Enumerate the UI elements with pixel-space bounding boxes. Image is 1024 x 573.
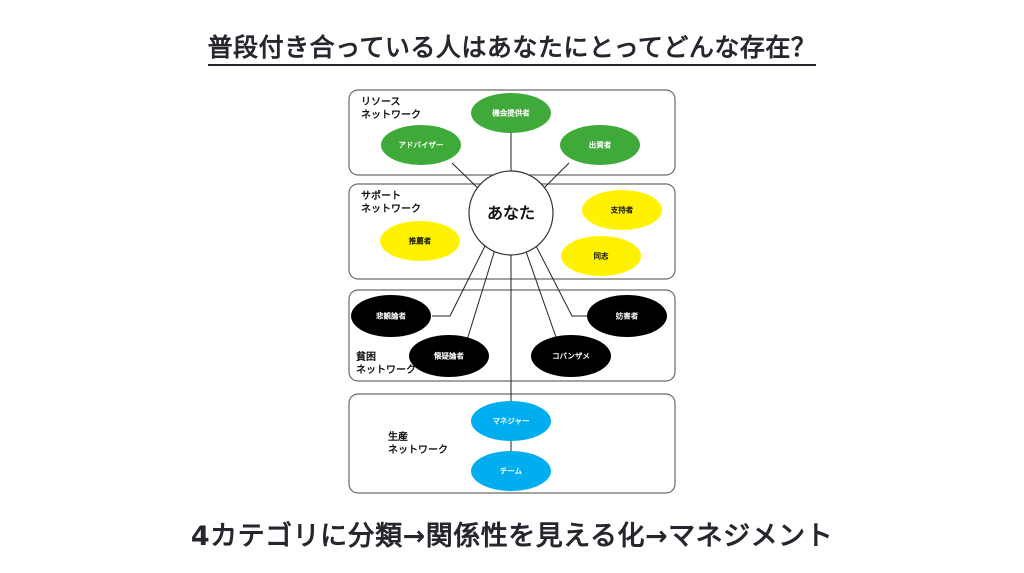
footer-text: 4カテゴリに分類→関係性を見える化→マネジメント <box>190 521 834 552</box>
title-text: 普段付き合っている人はあなたにとってどんな存在？ <box>207 33 817 66</box>
node-skeptic: 懐疑論者 <box>409 335 489 377</box>
resource-network-label: リソース ネットワーク <box>361 96 421 121</box>
connector-center-to-pessimist <box>432 239 489 317</box>
poverty-label-line1: 貧困 <box>356 350 376 363</box>
node-supporter: 支持者 <box>582 190 662 230</box>
node-label: コバンザメ <box>552 352 590 361</box>
node-obstructor: 妨害者 <box>587 295 667 337</box>
node-label: 推薦者 <box>409 236 432 246</box>
resource-label-line1: リソース <box>361 96 401 108</box>
node-label: 悲観論者 <box>376 311 406 321</box>
support-label-line2: ネットワーク <box>361 203 421 215</box>
footer-caption: 4カテゴリに分類→関係性を見える化→マネジメント <box>0 514 1024 553</box>
node-label: 支持者 <box>610 205 634 215</box>
node-recommender: 推薦者 <box>380 221 460 261</box>
center-label: あなた <box>487 204 535 223</box>
production-network-label: 生産 ネットワーク <box>388 430 448 456</box>
node-label: チーム <box>500 467 523 476</box>
production-network-box <box>348 393 676 494</box>
node-label: 妨害者 <box>615 311 639 321</box>
node-label: マネジャー <box>492 417 529 426</box>
node-comrade: 同志 <box>561 236 641 276</box>
node-label: 出資者 <box>589 140 612 150</box>
node-pessimist: 悲観論者 <box>351 295 431 337</box>
connector-center-to-skeptic <box>466 242 498 341</box>
support-label-line1: サポート <box>361 189 401 202</box>
production-label-line2: ネットワーク <box>388 444 448 456</box>
node-manager: マネジャー <box>471 401 551 441</box>
node-label: 同志 <box>594 251 609 261</box>
production-label-line1: 生産 <box>388 430 408 443</box>
connector-center-to-freeloader <box>522 242 558 341</box>
connector-center-to-obstructor <box>532 239 590 317</box>
poverty-label-line2: ネットワーク <box>356 364 416 376</box>
poverty-network-label: 貧困 ネットワーク <box>356 350 416 376</box>
node-advisor: アドバイザー <box>381 125 461 165</box>
node-label: アドバイザー <box>399 141 444 150</box>
node-investor: 出資者 <box>560 125 640 165</box>
support-network-label: サポート ネットワーク <box>361 189 421 215</box>
resource-label-line2: ネットワーク <box>361 109 421 121</box>
page-title: 普段付き合っている人はあなたにとってどんな存在？ <box>0 28 1024 66</box>
center-circle <box>468 170 554 256</box>
node-opportunity-provider: 機会提供者 <box>471 93 551 133</box>
node-team: チーム <box>471 451 551 491</box>
node-freeloader: コバンザメ <box>531 335 611 377</box>
node-label: 機会提供者 <box>492 108 530 118</box>
node-label: 懐疑論者 <box>433 351 464 361</box>
